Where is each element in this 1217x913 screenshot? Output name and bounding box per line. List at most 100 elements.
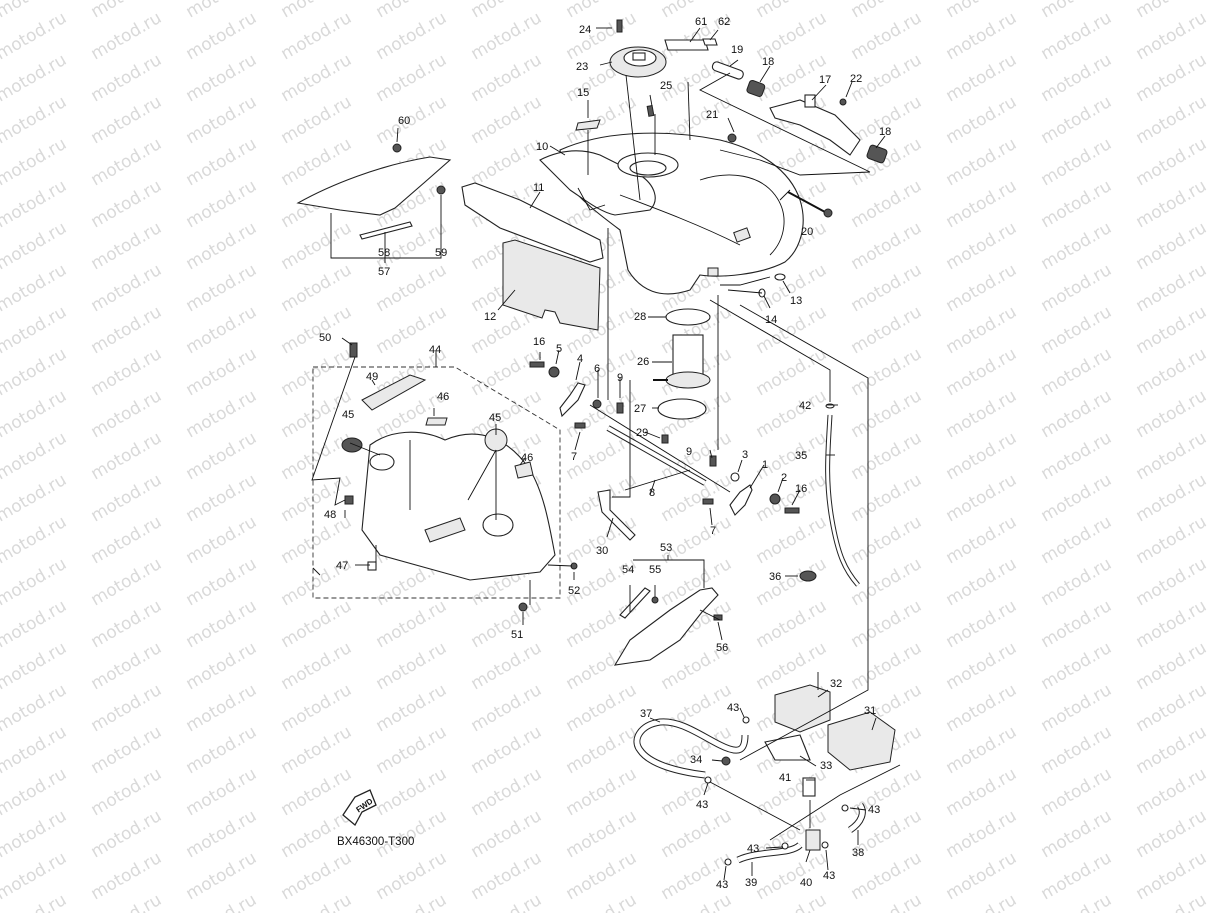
callout-23[interactable]: 23 [576,61,588,73]
callout-7a[interactable]: 7 [571,451,577,463]
part-bolt-20[interactable] [787,191,833,218]
callout-38[interactable]: 38 [852,847,864,859]
callout-56[interactable]: 56 [716,642,728,654]
part-nut-6[interactable] [592,399,602,409]
callout-59[interactable]: 59 [435,247,447,259]
part-hose-30[interactable] [597,489,636,541]
part-collar-5[interactable] [548,366,560,378]
callout-11[interactable]: 11 [533,182,544,194]
callout-24[interactable]: 24 [579,24,591,36]
callout-40[interactable]: 40 [800,877,812,889]
part-clip-48[interactable] [344,495,354,505]
callout-27[interactable]: 27 [634,403,646,415]
part-nut-59[interactable] [436,185,446,195]
part-plate-27[interactable] [657,398,707,420]
part-pipe-19[interactable] [711,61,744,80]
callout-18a[interactable]: 18 [762,56,774,68]
callout-46b[interactable]: 46 [521,452,533,464]
part-nut-22[interactable] [839,98,847,106]
callout-50[interactable]: 50 [319,332,331,344]
part-hose-37[interactable] [633,718,749,779]
part-pad-12[interactable] [502,239,601,331]
part-clip-41[interactable] [802,777,816,797]
callout-16b[interactable]: 16 [795,483,807,495]
callout-7b[interactable]: 7 [710,525,716,537]
part-bracket-1[interactable] [729,484,753,516]
callout-52[interactable]: 52 [568,585,580,597]
callout-35[interactable]: 35 [795,450,807,462]
part-nut-21[interactable] [727,133,737,143]
part-cover-53[interactable] [613,587,719,666]
callout-41[interactable]: 41 [779,772,791,784]
part-bracket-33[interactable] [764,734,811,761]
callout-62[interactable]: 62 [718,16,730,28]
callout-2[interactable]: 2 [781,472,787,484]
callout-18b[interactable]: 18 [879,126,891,138]
part-strip-54[interactable] [619,587,651,619]
part-bolt-24[interactable] [616,19,623,33]
callout-33[interactable]: 33 [820,760,832,772]
part-bolt-9b[interactable] [709,455,717,467]
callout-3[interactable]: 3 [742,449,748,461]
part-grommet-13[interactable] [774,273,786,281]
part-bolt-9a[interactable] [616,402,624,414]
part-valve-40[interactable] [805,829,821,851]
part-bolt-16b[interactable] [784,507,800,514]
callout-43d[interactable]: 43 [747,843,759,855]
callout-30[interactable]: 30 [596,545,608,557]
callout-36[interactable]: 36 [769,571,781,583]
part-bolt-7b[interactable] [702,498,714,505]
part-pad-46b[interactable] [514,461,534,479]
callout-48[interactable]: 48 [324,509,336,521]
part-hose-35[interactable] [825,414,860,587]
part-bolt-50[interactable] [349,342,358,358]
callout-28[interactable]: 28 [634,311,646,323]
callout-46a[interactable]: 46 [437,391,449,403]
callout-43a[interactable]: 43 [727,702,739,714]
callout-13[interactable]: 13 [790,295,802,307]
callout-54[interactable]: 54 [622,564,634,576]
part-canister-31[interactable] [827,711,896,771]
callout-39[interactable]: 39 [745,877,757,889]
part-bolt-29[interactable] [661,434,669,444]
callout-60[interactable]: 60 [398,115,410,127]
part-pipe-8[interactable] [606,425,707,486]
callout-16a[interactable]: 16 [533,336,545,348]
part-bolt-25[interactable] [646,104,655,117]
part-collar-2[interactable] [769,493,781,505]
callout-14[interactable]: 14 [765,314,777,326]
part-bracket-17[interactable] [769,94,861,156]
part-damper-36[interactable] [799,570,817,582]
part-label-61[interactable] [664,39,709,51]
callout-53[interactable]: 53 [660,542,672,554]
part-bolt-34[interactable] [721,756,731,766]
part-bolt-7a[interactable] [574,422,586,429]
callout-17[interactable]: 17 [819,74,831,86]
part-nut-3[interactable] [730,472,740,482]
part-strip-58[interactable] [359,221,413,240]
callout-57[interactable]: 57 [378,266,390,278]
callout-8[interactable]: 8 [649,487,655,499]
callout-9b[interactable]: 9 [686,446,692,458]
callout-51[interactable]: 51 [511,629,523,641]
part-canister-32[interactable] [774,684,831,733]
callout-37[interactable]: 37 [640,708,652,720]
callout-10[interactable]: 10 [536,141,548,153]
callout-49[interactable]: 49 [366,371,378,383]
callout-9a[interactable]: 9 [617,372,623,384]
callout-45b[interactable]: 45 [489,412,501,424]
part-cover-11[interactable] [461,182,604,263]
part-hose-38[interactable] [847,802,866,833]
callout-61[interactable]: 61 [695,16,707,28]
callout-21[interactable]: 21 [706,109,718,121]
part-clips-43[interactable] [704,716,849,866]
callout-42[interactable]: 42 [799,400,811,412]
callout-29[interactable]: 29 [636,427,648,439]
callout-43c[interactable]: 43 [868,804,880,816]
callout-26[interactable]: 26 [637,356,649,368]
part-pad-15[interactable] [575,119,601,131]
part-bolt-51[interactable] [518,602,528,612]
part-nut-55[interactable] [651,596,659,604]
callout-47[interactable]: 47 [336,560,348,572]
part-fuel-tank[interactable] [539,132,804,295]
